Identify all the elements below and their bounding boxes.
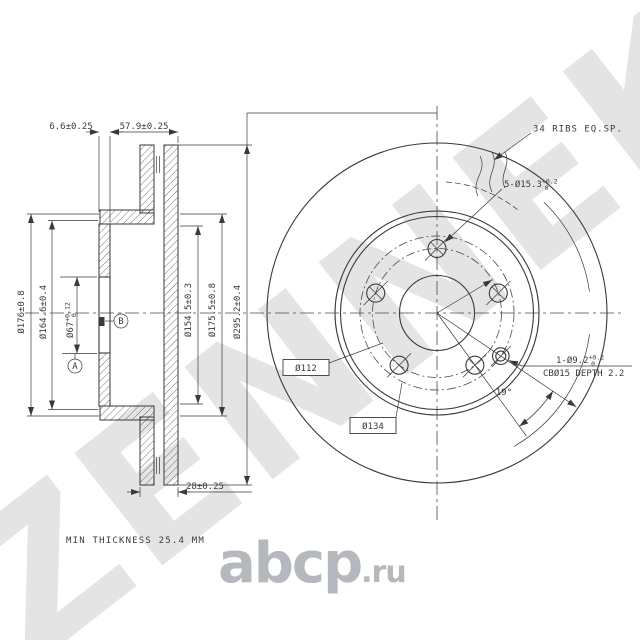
datum-b-circle: [113, 313, 129, 329]
balance-clip-mark: [99, 317, 105, 326]
cross-section-view: 6.6±0.25 57.9±0.25 Ø176±0.8 Ø164.6±0.4: [16, 112, 437, 546]
dim-outer-diameter: Ø295.2±0.4: [178, 112, 437, 486]
dim-overall-height-text: 57.9±0.25: [120, 122, 169, 132]
angle-text: 19°: [496, 388, 512, 398]
hat-outer-circle: [334, 210, 540, 416]
dim-hat-offset: 6.6±0.25: [49, 122, 123, 222]
datum-a-circle: [67, 358, 83, 374]
center-bore-circle: [398, 274, 476, 352]
bolt-hole: [486, 280, 511, 306]
pcd-label-text: Ø112: [295, 363, 317, 374]
bolt-holes: [363, 236, 511, 378]
pin-circle-label-group: Ø134: [349, 382, 403, 434]
abcp-logo-name: abcp: [218, 531, 363, 596]
rib-depiction: [445, 151, 519, 211]
bolt-hole: [363, 280, 388, 306]
pcd-label-group: Ø112: [282, 342, 384, 376]
ribs-note-group: 34 RIBS EQ.SP.: [493, 125, 623, 161]
dim-hat-inner-text: Ø164.6±0.4: [38, 285, 49, 339]
outer-diameter-circle: [266, 142, 608, 484]
dim-outer-diameter-text: Ø295.2±0.4: [232, 285, 243, 339]
abcp-logo: abcp.ru: [218, 531, 407, 596]
dim-hat-inner: Ø164.6±0.4: [38, 220, 98, 410]
datum-b: B: [105, 313, 129, 329]
ribs-note-text: 34 RIBS EQ.SP.: [533, 125, 623, 135]
dim-hat-outer-text: Ø176±0.8: [16, 290, 27, 333]
datum-b-label: B: [118, 317, 123, 327]
hat-inner-circle: [339, 215, 535, 411]
bolt-circle-112: [372, 248, 502, 378]
front-view: 34 RIBS EQ.SP. 5-Ø15.3+0.20 Ø112 Ø134: [25, 106, 632, 522]
dim-bore-text: Ø67+0.120: [64, 302, 79, 338]
dim-hat-outer2: Ø175.5±0.8: [180, 213, 227, 417]
dim-hat-offset-text: 6.6±0.25: [49, 122, 92, 132]
dim-hat-outer2-text: Ø175.5±0.8: [207, 283, 218, 337]
angle-dimension: 19°: [436, 312, 577, 437]
dim-bore: Ø67+0.120 A: [60, 276, 97, 374]
min-thickness-note: MIN THICKNESS 25.4 MM: [66, 536, 205, 546]
section-solids: [98, 144, 179, 486]
counterbore-text: CBØ15 DEPTH 2.2: [543, 368, 624, 379]
dim-friction-inner-text: Ø154.5±0.3: [183, 283, 194, 337]
pin-circle-label-text: Ø134: [362, 421, 384, 432]
dim-rim-thickness-text: 28±0.25: [186, 482, 224, 492]
reference-arc-upper: [543, 201, 590, 292]
bolt-hole: [386, 352, 412, 378]
pin-circle-134: [359, 235, 515, 391]
pcd-radius-arrow: [436, 279, 493, 314]
dim-rim-thickness: 28±0.25: [127, 482, 252, 497]
dim-overall-height: 57.9±0.25: [110, 122, 179, 143]
datum-a-label: A: [72, 362, 78, 372]
dim-friction-inner: Ø154.5±0.3: [180, 225, 203, 405]
abcp-logo-domain: .ru: [361, 555, 407, 590]
dim-hat-outer: Ø176±0.8: [16, 213, 99, 417]
